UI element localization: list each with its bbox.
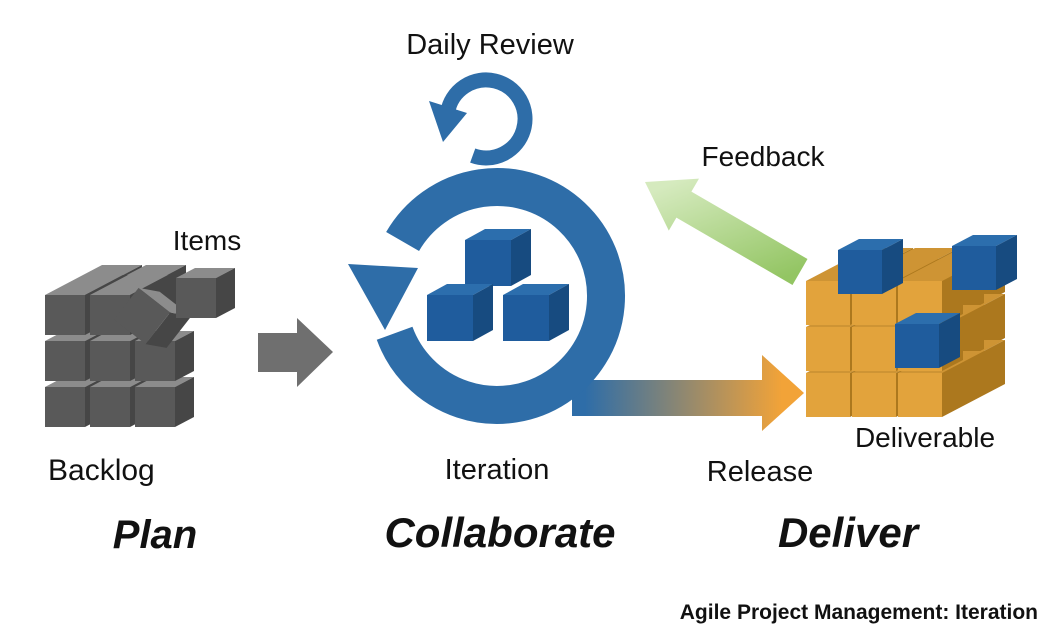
release-label: Release [706,456,814,488]
backlog-label: Backlog [48,454,155,487]
backlog-item-cube-icon [176,268,235,318]
plan-stage-title: Plan [112,513,198,557]
iteration-loop-arrowhead-icon [348,264,418,330]
items-label: Items [172,225,242,256]
daily-review-arrowhead-icon [429,101,467,142]
iteration-label: Iteration [444,454,550,486]
deliverable-label: Deliverable [854,422,996,453]
deliverable-blue-cubes [838,235,1017,368]
diagram-caption: Agile Project Management: Iteration [679,601,1038,624]
deliver-stage-title: Deliver [777,509,919,556]
release-arrow-icon [572,355,804,431]
feedback-arrow-icon [645,178,808,285]
daily-review-label: Daily Review [406,29,574,61]
collaborate-stage-title: Collaborate [384,509,616,556]
plan-arrow-icon [258,318,333,387]
iteration-cubes-icon [427,229,569,341]
daily-review-loop-icon [440,72,533,166]
iteration-loop-icon [376,167,625,424]
backlog-cubes [45,265,194,427]
feedback-label: Feedback [701,141,825,172]
